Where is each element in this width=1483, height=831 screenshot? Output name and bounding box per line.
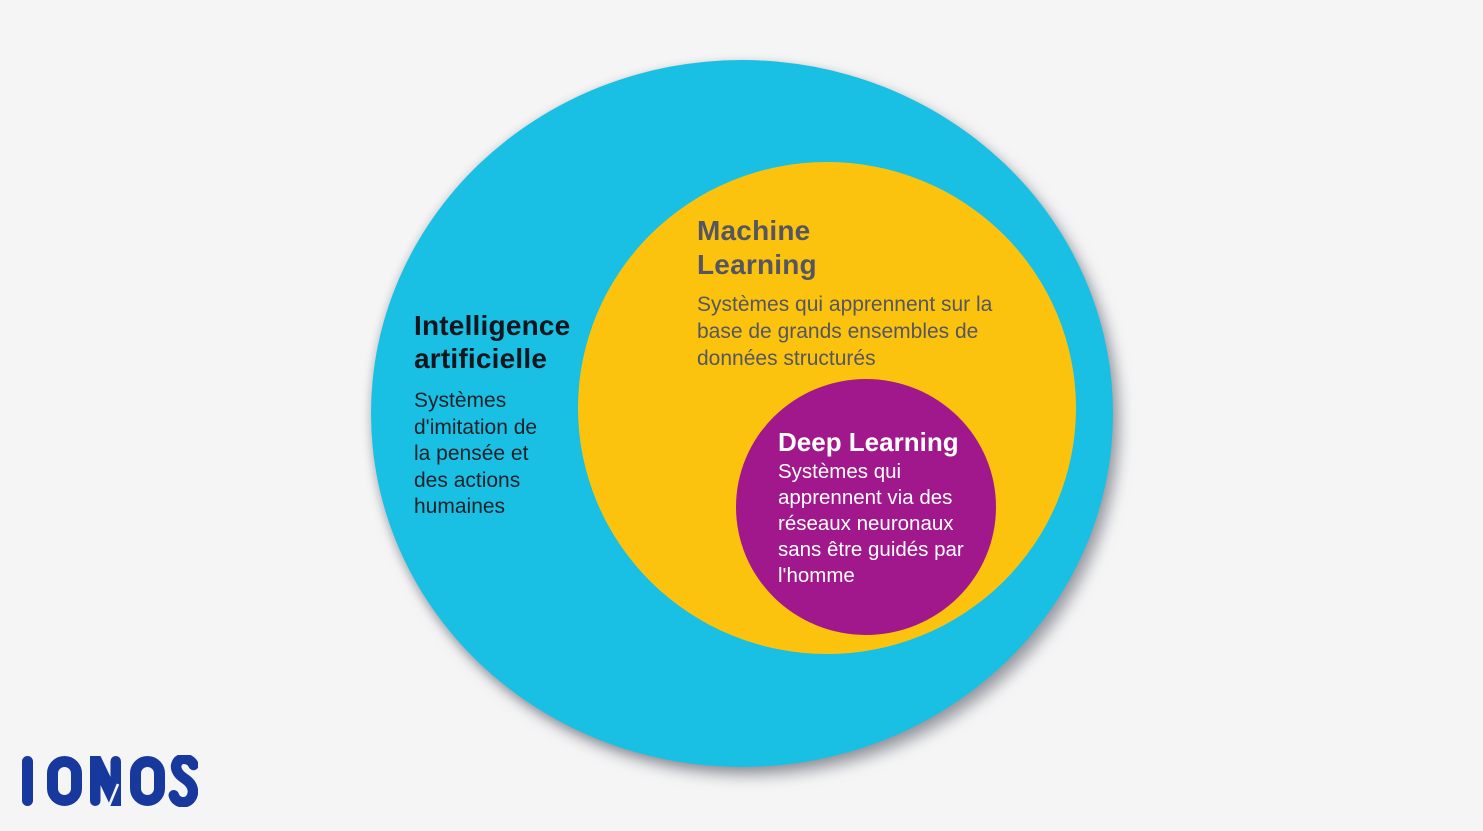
ai-description: Systèmes d'imitation de la pensée et des… [414, 389, 538, 518]
logo-letter-o1 [47, 756, 82, 806]
logo-letter-i [22, 756, 33, 806]
ml-description: Systèmes qui apprennent sur la base de g… [697, 293, 993, 370]
ml-title: Machine Learning [697, 215, 817, 280]
logo-letter-o2 [130, 756, 165, 806]
deep-learning-circle [736, 379, 996, 635]
logo-letter-s [168, 755, 198, 807]
ionos-logo [22, 755, 198, 807]
dl-title: Deep Learning [778, 427, 959, 457]
ai-title: Intelligence artificielle [414, 310, 571, 374]
logo-letter-n [90, 756, 121, 807]
dl-description: Systèmes qui apprennent via des réseaux … [778, 460, 964, 587]
